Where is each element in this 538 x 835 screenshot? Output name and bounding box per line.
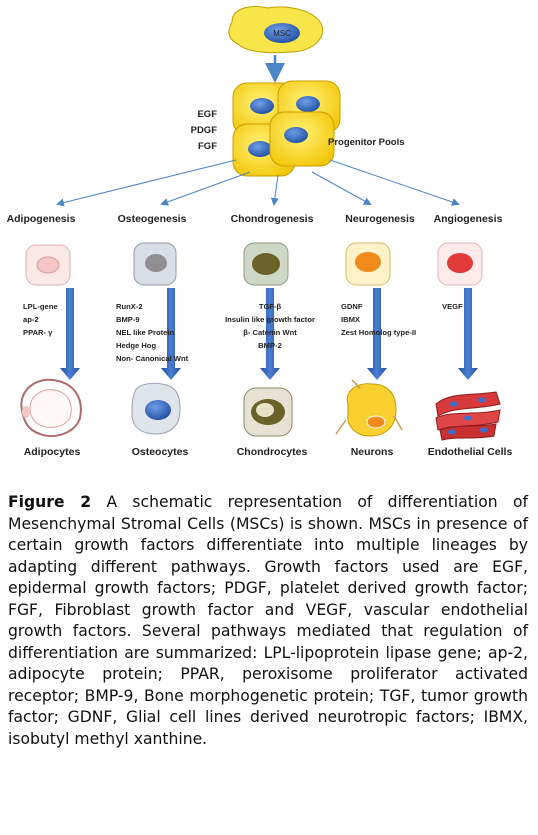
msc-label: MSC [273, 29, 291, 38]
precursor-osteo [133, 242, 177, 286]
lineage-chondrogenesis: Chondrogenesis [231, 213, 314, 225]
growth-factor-pdgf: PDGF [191, 125, 218, 136]
result-label-chondrocytes: Chondrocytes [237, 446, 308, 458]
differentiation-diagram: MSC EGF PDGF FGF Progenitor Pools Adipog… [7, 6, 513, 458]
factors-osteo-1: BMP-9 [116, 315, 140, 324]
factors-osteo-3: Hedge Hog [116, 341, 156, 350]
factors-chondro-3: BMP-2 [258, 341, 282, 350]
caption-text: A schematic representation of differenti… [8, 493, 528, 748]
result-label-osteocytes: Osteocytes [132, 446, 189, 458]
factors-chondro-0: TGF-β [259, 302, 282, 311]
result-osteocyte [131, 382, 181, 435]
factors-neuro-2: Zest Homolog type-II [341, 328, 416, 337]
figure-caption: Figure 2 A schematic representation of d… [8, 492, 528, 750]
result-label-neurons: Neurons [351, 446, 394, 458]
factors-chondro-1: Insulin like growth factor [225, 315, 315, 324]
result-endothelial [435, 391, 501, 441]
precursor-angio [437, 242, 483, 286]
thick-arrows [60, 288, 478, 380]
factors-adipo-1: ap-2 [23, 315, 39, 324]
progenitor-pools-label: Progenitor Pools [328, 137, 405, 148]
lineage-angiogenesis: Angiogenesis [434, 213, 503, 225]
result-neuron [335, 379, 403, 437]
growth-factor-egf: EGF [197, 109, 217, 120]
factors-angio-0: VEGF [442, 302, 463, 311]
factors-neuro-1: IBMX [341, 315, 360, 324]
result-chondrocyte [243, 387, 293, 437]
precursor-adipo [25, 244, 71, 286]
factors-adipo-2: PPAR- γ [23, 328, 53, 337]
progenitor-cells [232, 80, 341, 177]
precursor-chondro [243, 242, 289, 286]
factors-chondro-2: β- Catenin Wnt [243, 328, 297, 337]
lineage-adipogenesis: Adipogenesis [7, 213, 76, 225]
result-adipocyte [20, 378, 82, 437]
msc-cell: MSC [228, 6, 324, 54]
factors-adipo-0: LPL-gene [23, 302, 58, 311]
divergent-arrows [56, 159, 460, 207]
result-label-endothelial: Endothelial Cells [428, 446, 513, 458]
factors-osteo-2: NEL like Protein [116, 328, 174, 337]
lineage-osteogenesis: Osteogenesis [118, 213, 187, 225]
factors-osteo-0: RunX-2 [116, 302, 143, 311]
result-label-adipocytes: Adipocytes [24, 446, 81, 458]
lineage-neurogenesis: Neurogenesis [345, 213, 415, 225]
factors-neuro-0: GDNF [341, 302, 363, 311]
factors-osteo-4: Non- Canonical Wnt [116, 354, 189, 363]
growth-factor-fgf: FGF [198, 141, 217, 152]
figure-label: Figure 2 [8, 493, 92, 511]
precursor-neuro [345, 242, 391, 286]
